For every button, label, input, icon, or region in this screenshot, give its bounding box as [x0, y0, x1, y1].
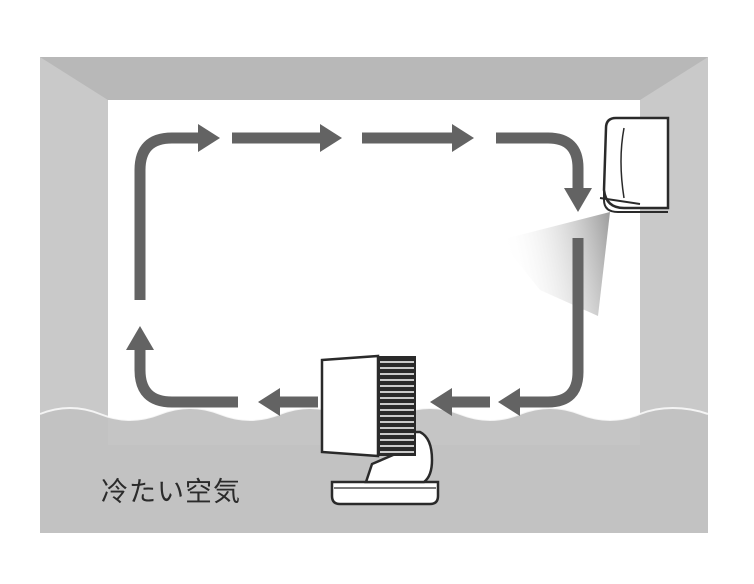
arrowhead-4	[564, 188, 592, 212]
arrowhead-1	[198, 124, 220, 152]
arrow-top-right-corner	[496, 132, 584, 188]
arrowhead-8	[126, 326, 154, 350]
fan-grille	[378, 356, 416, 456]
circulator-fan-icon	[320, 354, 440, 506]
arrowhead-6	[430, 388, 452, 416]
arrowhead-5	[498, 388, 520, 416]
arrowhead-2	[320, 124, 342, 152]
arrow-left-top-corner	[134, 132, 198, 300]
arrowhead-7	[258, 388, 280, 416]
cold-air-label: 冷たい空気	[101, 477, 241, 508]
circulation-arrows	[134, 132, 584, 408]
arrow-right-bottom-corner	[520, 238, 584, 408]
arrow-heads	[126, 124, 592, 416]
arrow-bottom-left-corner	[134, 350, 238, 408]
air-conditioner-icon	[599, 116, 670, 213]
ceiling	[40, 57, 708, 100]
arrowhead-3	[452, 124, 474, 152]
